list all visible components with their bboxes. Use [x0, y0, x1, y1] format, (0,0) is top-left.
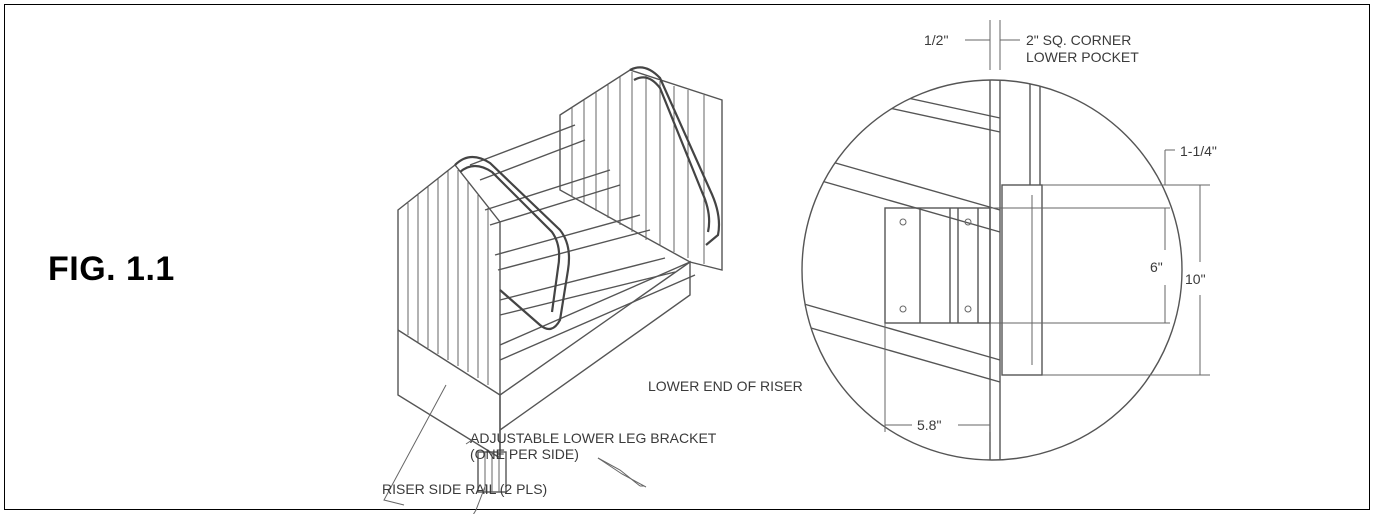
- detail-view: [801, 20, 1210, 461]
- dim-1-1-4: 1-1/4": [1180, 143, 1217, 159]
- label-corner-pocket: 2" SQ. CORNER: [1026, 32, 1131, 48]
- dim-10: 10": [1185, 271, 1206, 287]
- leader-lower-end: [597, 457, 647, 488]
- label-adjustable-bracket-note: (ONE PER SIDE): [470, 446, 579, 462]
- label-corner-pocket-2: LOWER POCKET: [1026, 49, 1139, 65]
- leader-bracket: [465, 439, 473, 445]
- stair-treads: [469, 124, 696, 458]
- adjustable-lower-leg-bracket: [477, 451, 507, 493]
- dim-6: 6": [1150, 259, 1163, 275]
- detail-dimensions: [884, 20, 1210, 432]
- dim-half-inch: 1/2": [924, 32, 948, 48]
- dim-5-8: 5.8": [917, 417, 941, 433]
- handrails: [454, 66, 721, 331]
- left-side-panel: [397, 164, 501, 460]
- detail-circle: [801, 79, 1183, 461]
- label-lower-end-of-riser: LOWER END OF RISER: [648, 378, 803, 394]
- stair-isometric-drawing: [383, 66, 723, 514]
- label-adjustable-bracket: ADJUSTABLE LOWER LEG BRACKET: [470, 430, 717, 446]
- figure-label: FIG. 1.1: [48, 250, 175, 288]
- label-riser-side-rail: RISER SIDE RAIL (2 PLS): [382, 481, 547, 497]
- right-side-panel: [559, 69, 723, 271]
